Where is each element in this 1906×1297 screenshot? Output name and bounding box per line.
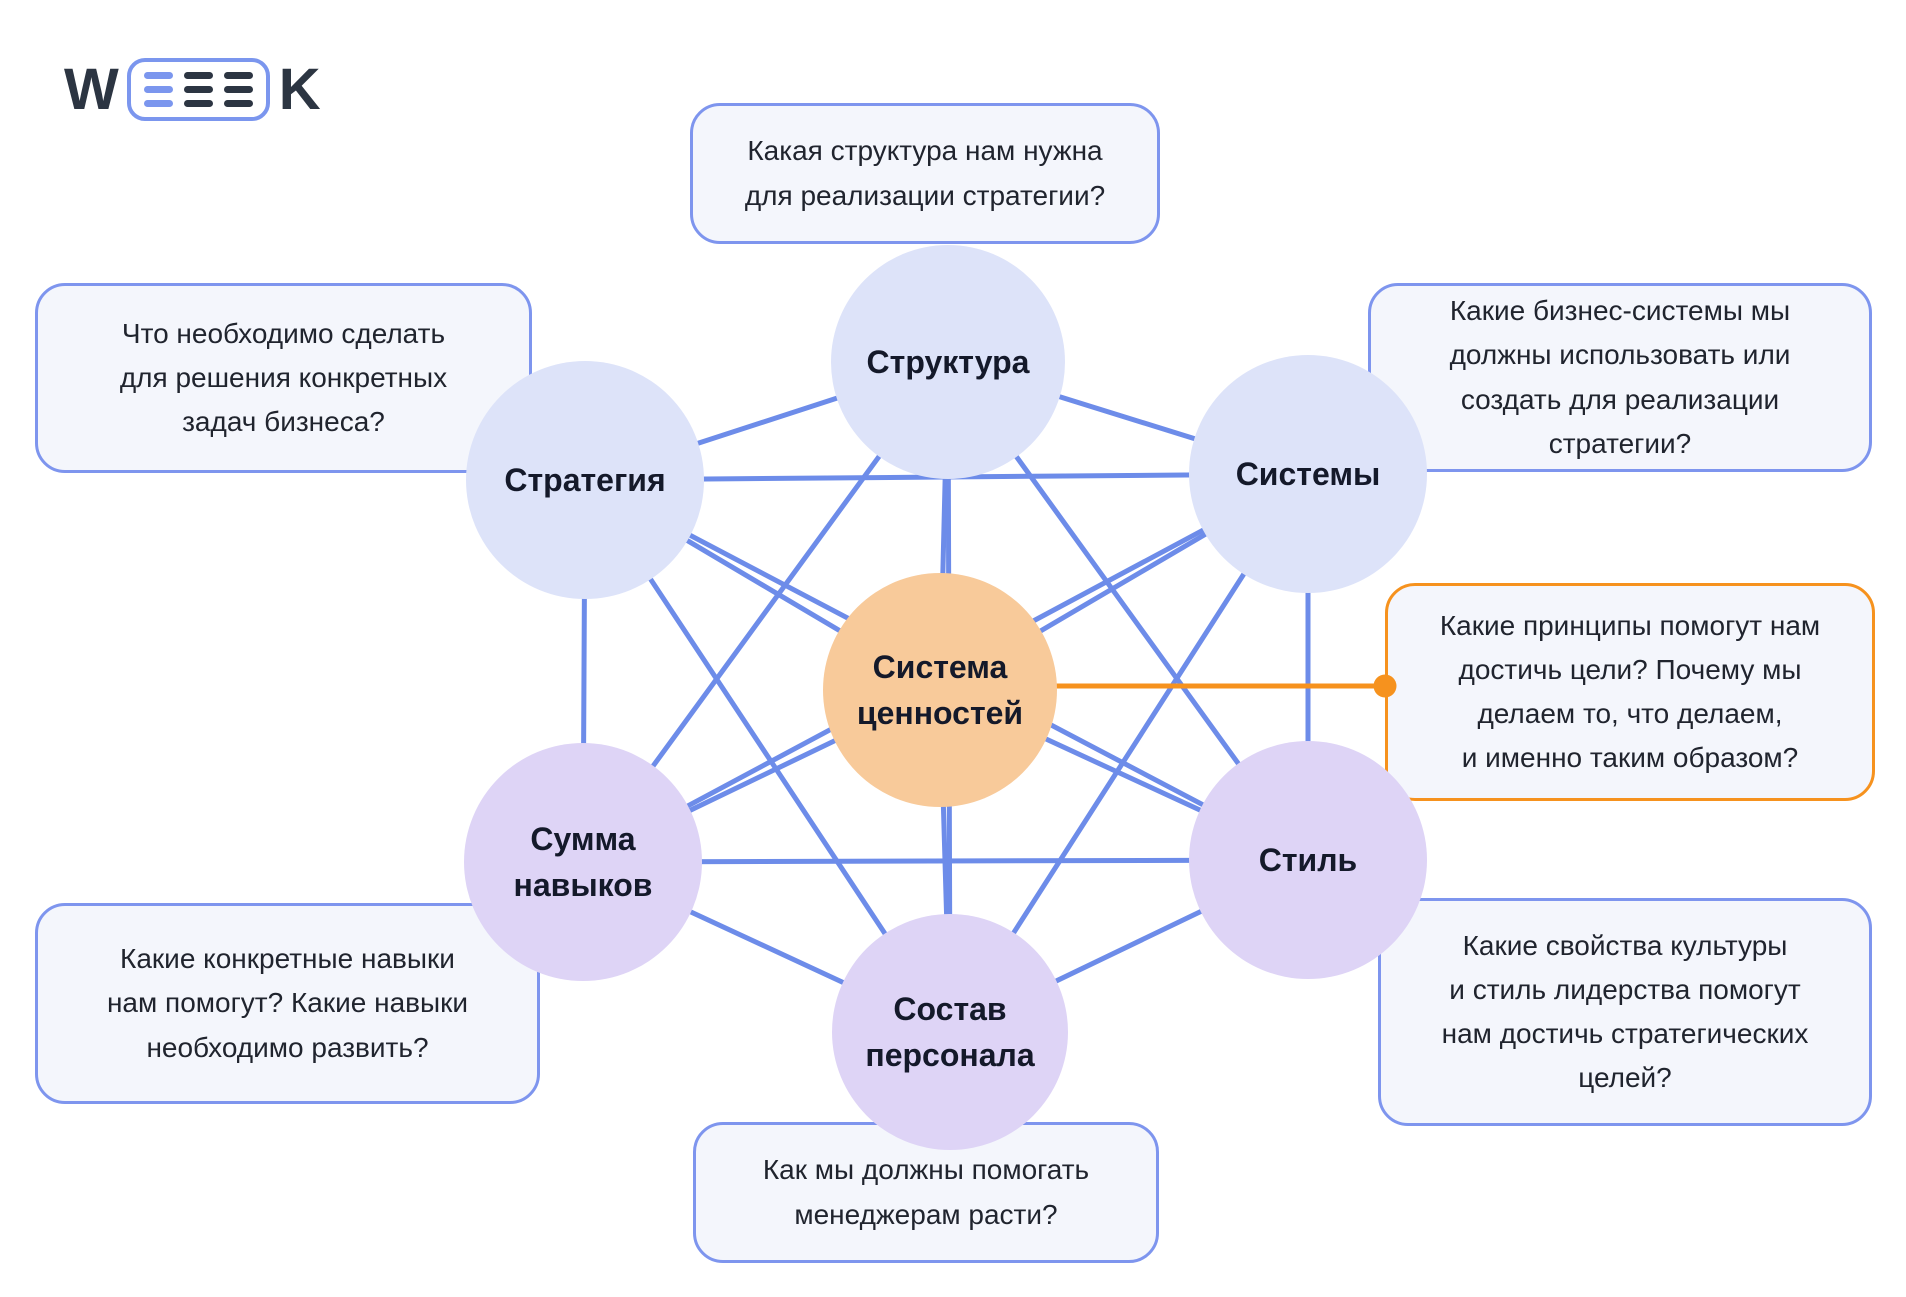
node-structure-label: Структура [866,343,1030,380]
node-systems-label: Системы [1235,455,1381,492]
callout-structure: Какая структура нам нужна для реализации… [690,103,1160,244]
node-structure: Структура [831,245,1065,479]
node-values-label: Система ценностей [856,648,1024,731]
node-style-label: Стиль [1258,841,1358,878]
node-systems: Системы [1189,355,1427,593]
logo-e-icon [143,72,173,107]
callout-systems: Какие бизнес-системы мы должны использов… [1368,283,1872,472]
logo-letter-k: K [278,56,321,122]
node-strategy: Стратегия [466,361,704,599]
node-staff: Состав персонала [832,914,1068,1150]
callout-strategy: Что необходимо сделать для решения конкр… [35,283,532,473]
callout-skills: Какие конкретные навыки нам помогут? Как… [35,903,540,1104]
logo-letter-w: W [64,56,119,122]
logo-e-icon [183,72,213,107]
logo-e-icon [223,72,253,107]
node-staff-label: Состав персонала [865,990,1035,1073]
weeek-logo: W K [64,56,321,122]
logo-mark-icon [126,58,270,121]
callout-style: Какие свойства культуры и стиль лидерств… [1378,898,1872,1126]
connector-dot [1373,674,1397,698]
node-values: Система ценностей [823,573,1057,807]
node-skills: Сумма навыков [464,743,702,981]
node-strategy-label: Стратегия [504,461,666,498]
callout-values: Какие принципы помогут нам достичь цели?… [1385,583,1875,801]
node-skills-label: Сумма навыков [513,820,653,903]
node-style: Стиль [1189,741,1427,979]
